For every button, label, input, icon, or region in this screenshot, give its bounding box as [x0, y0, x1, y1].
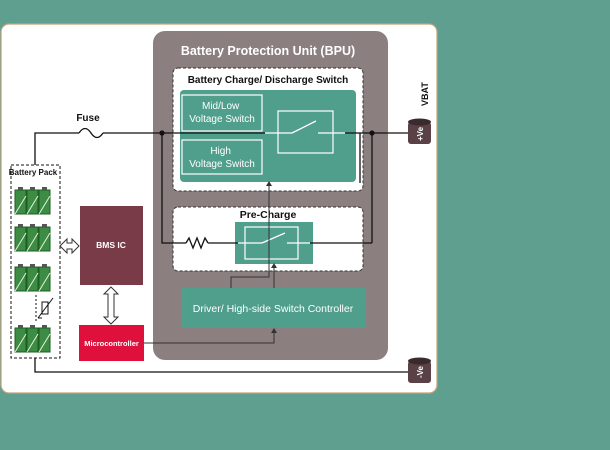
arrow-to-switch-group [266, 181, 272, 186]
negative-terminal-cap [408, 357, 431, 365]
battery-cell-group-1 [14, 187, 51, 215]
arrow-to-driver [271, 328, 277, 333]
battery-pack-label-text: Battery Pack [9, 168, 58, 177]
positive-terminal-cap [408, 118, 431, 126]
battery-cell-group-3 [14, 264, 51, 292]
driver-box [181, 288, 366, 328]
mid-low-line-1: Mid/Low [202, 101, 240, 112]
microcontroller-label: Microcontroller [84, 339, 139, 348]
bpu-title: Battery Protection Unit (BPU) [181, 44, 355, 58]
negative-return-wire [34, 358, 408, 373]
positive-terminal [408, 122, 431, 144]
vbat-label: VBAT [420, 82, 430, 106]
bms-micro-double-arrow [102, 286, 120, 325]
bms-ic-label: BMS IC [96, 240, 126, 250]
driver-label: Driver/ High-side Switch Controller [193, 303, 354, 315]
high-line-1: High [210, 146, 231, 157]
mid-low-voltage-switch-label: Mid/Low Voltage Switch [189, 101, 255, 125]
main-switch-symbol-box [277, 110, 334, 154]
arrow-to-precharge [271, 263, 277, 268]
bms-ic-box [80, 206, 143, 285]
battery-cell-group-2 [14, 224, 51, 252]
battery-pack-label: Battery Pack [9, 168, 58, 177]
fuse-icon [78, 127, 104, 139]
battery-cell-group-4 [14, 325, 51, 353]
micro-driver-wire [144, 331, 275, 344]
precharge-wire [161, 133, 373, 250]
switch-group-title: Battery Charge/ Discharge Switch [188, 75, 349, 86]
fuse-label: Fuse [76, 113, 100, 124]
positive-terminal-label: +Ve [416, 126, 425, 141]
negative-terminal-label: -Ve [416, 365, 425, 378]
negative-terminal [408, 361, 431, 383]
main-power-wire [34, 132, 408, 166]
junction-left [159, 130, 165, 136]
mid-low-voltage-switch-box [181, 94, 263, 132]
precharge-switch-icon [238, 232, 310, 244]
junction-right [369, 130, 375, 136]
battery-bms-double-arrow [59, 237, 80, 255]
driver-control-lines [230, 183, 275, 288]
precharge-title: Pre-Charge [240, 209, 297, 221]
high-voltage-switch-box [181, 139, 263, 175]
main-switch-icon [265, 120, 345, 134]
high-voltage-switch-label: High Voltage Switch [189, 146, 255, 170]
battery-cells [14, 187, 51, 353]
thermistor-icon [35, 295, 54, 322]
high-line-2: Voltage Switch [189, 159, 255, 170]
microcontroller-box [79, 325, 144, 361]
mid-low-line-2: Voltage Switch [189, 114, 255, 125]
